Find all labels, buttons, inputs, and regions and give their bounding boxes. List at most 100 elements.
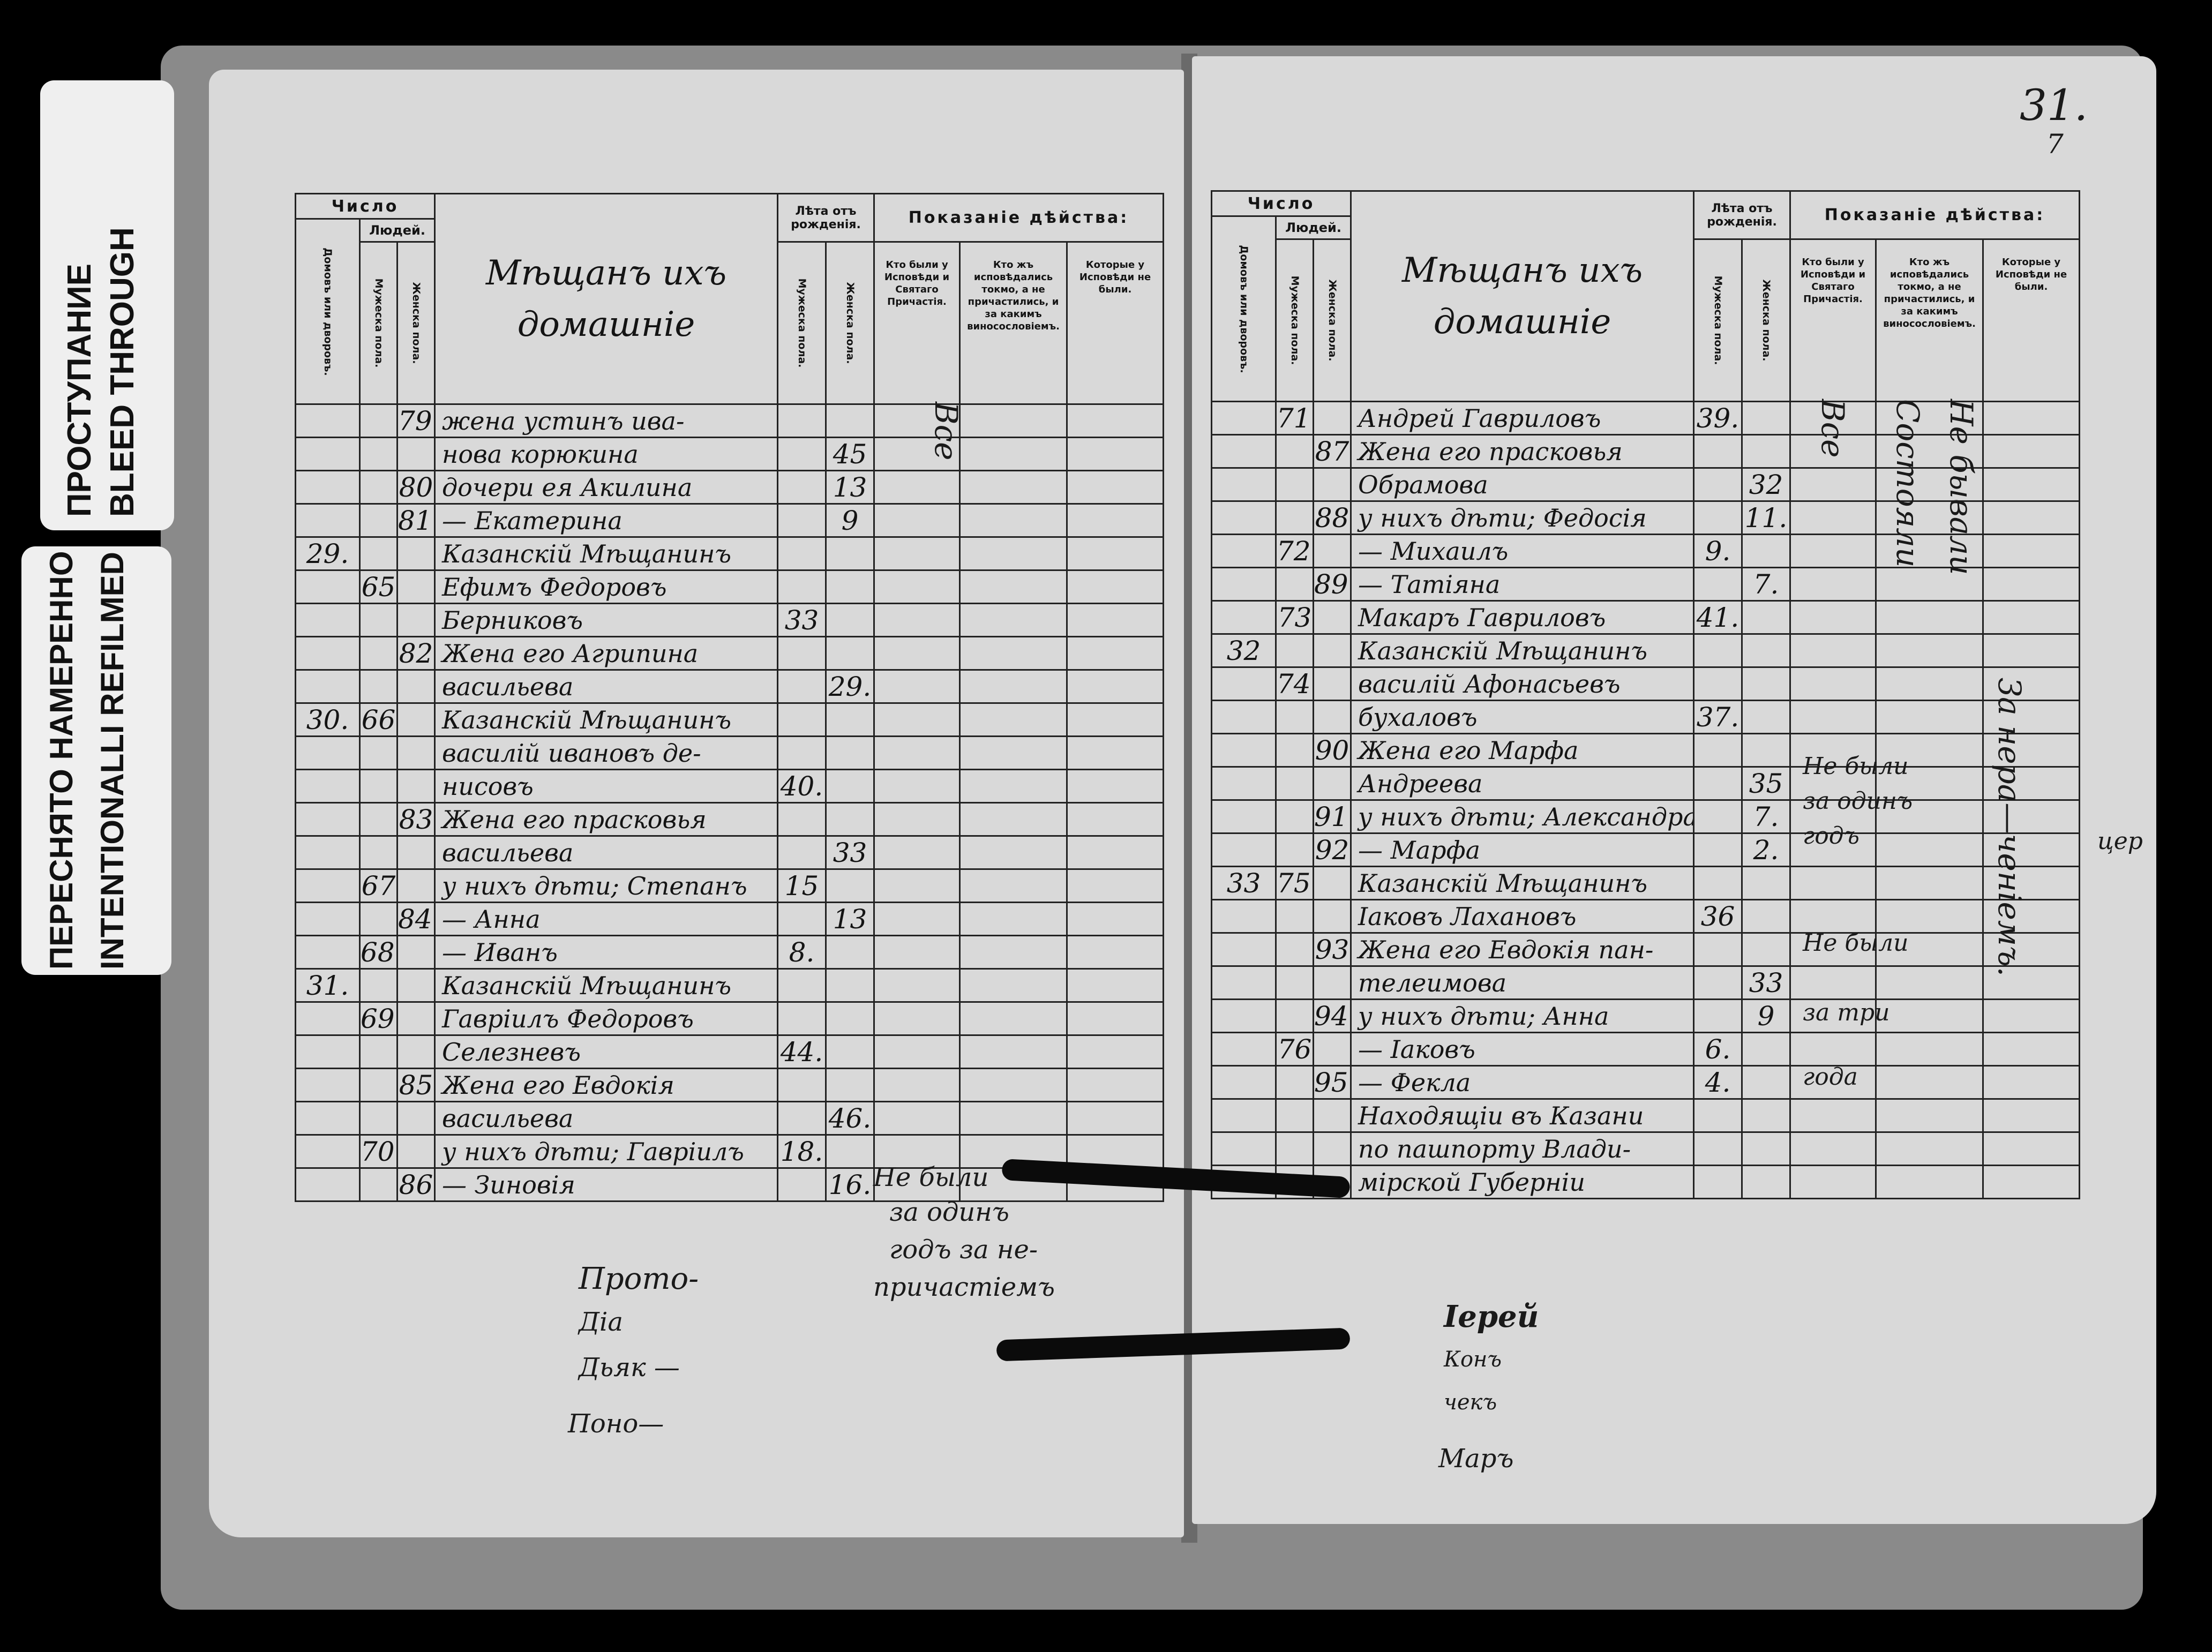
male-number <box>1275 1098 1314 1133</box>
female-number <box>396 835 436 870</box>
house-number <box>1211 1098 1277 1133</box>
age-male <box>777 1068 827 1102</box>
left-register-body: 79.жена устинъ ива-нова корюкина4580доче… <box>295 403 1165 1202</box>
age-male: 4. <box>1693 1065 1743 1100</box>
male-number: 75. <box>1275 866 1314 900</box>
absent-cell <box>1982 1165 2081 1199</box>
table-row: 31.Казанскій Мѣщанинъ <box>295 968 1165 1003</box>
male-number <box>359 536 398 571</box>
female-number: 85 <box>396 1068 436 1102</box>
house-number <box>295 503 361 538</box>
bleed-through-banner: ПРОСТУПАНИЕ BLEED THROUGH <box>40 80 174 530</box>
female-number <box>1312 1098 1352 1133</box>
left-note-vse: Все <box>928 402 964 461</box>
communion-cell <box>1875 1032 1984 1067</box>
table-row: василій ивановъ де- <box>295 735 1165 770</box>
age-male <box>1693 500 1743 535</box>
person-name: Селезневъ <box>434 1034 779 1069</box>
communion-cell <box>959 569 1068 604</box>
communion-cell <box>1875 965 1984 1000</box>
house-number <box>1211 832 1277 867</box>
absent-cell <box>1066 1034 1165 1069</box>
person-name: васильева <box>434 1101 779 1136</box>
confession-cell <box>1789 600 1877 635</box>
house-number <box>295 1068 361 1102</box>
age-male <box>1693 467 1743 502</box>
male-number <box>1275 567 1314 602</box>
communion-cell <box>1875 998 1984 1033</box>
female-number <box>396 1134 436 1169</box>
bleed-through-en: BLEED THROUGH <box>104 227 141 517</box>
communion-cell <box>1875 666 1984 701</box>
right-note-ne-byvali: Не бывали <box>1943 399 1979 575</box>
communion-cell <box>1875 1065 1984 1100</box>
communion-cell <box>1875 700 1984 734</box>
communion-cell <box>1875 733 1984 768</box>
confession-cell <box>873 769 961 804</box>
bleed-through-ru: ПРОСТУПАНИЕ <box>61 263 98 517</box>
male-number <box>359 1068 398 1102</box>
house-number <box>1211 567 1277 602</box>
male-number <box>359 802 398 837</box>
communion-cell <box>1875 633 1984 668</box>
header-lyudei: Людей. <box>1274 215 1352 240</box>
confession-cell <box>873 536 961 571</box>
male-number: 73 <box>1275 600 1314 635</box>
house-number <box>295 769 361 804</box>
female-number <box>1312 534 1352 568</box>
age-female <box>825 603 875 637</box>
person-name: у нихъ дѣти; Гавріилъ <box>434 1134 779 1169</box>
person-name: васильева <box>434 835 779 870</box>
person-name: нова корюкина <box>434 437 779 471</box>
communion-cell <box>959 437 1068 471</box>
confession-cell <box>1789 700 1877 734</box>
female-number <box>396 669 436 704</box>
female-number: 81. <box>396 503 436 538</box>
communion-cell <box>959 702 1068 737</box>
age-male <box>777 536 827 571</box>
female-number: 82 <box>396 636 436 671</box>
age-female <box>1741 666 1791 701</box>
header-kotorye: Которые у Исповѣди не были. <box>1982 238 2081 402</box>
person-name: Гавріилъ Федоровъ <box>434 1001 779 1036</box>
age-male <box>777 403 827 438</box>
age-male <box>1693 567 1743 602</box>
male-number <box>359 1167 398 1202</box>
page-number-secondary: 7 <box>2046 129 2064 160</box>
age-female: 33 <box>1741 965 1791 1000</box>
female-number: 80 <box>396 470 436 505</box>
communion-cell <box>959 470 1068 505</box>
table-row: Находящіи въ Казани <box>1211 1098 2081 1133</box>
communion-cell <box>1875 500 1984 535</box>
confession-cell <box>873 1101 961 1136</box>
age-female: 2. <box>1741 832 1791 867</box>
house-number <box>1211 932 1277 967</box>
age-female <box>1741 1065 1791 1100</box>
age-female: 32 <box>1741 467 1791 502</box>
male-number <box>1275 633 1314 668</box>
confession-cell <box>1789 766 1877 801</box>
confession-cell <box>873 603 961 637</box>
person-name: у нихъ дѣти; Александра <box>1350 799 1695 834</box>
house-number <box>295 636 361 671</box>
confession-cell <box>1789 567 1877 602</box>
person-name: — Татіяна <box>1350 567 1695 602</box>
female-number <box>396 702 436 737</box>
confession-cell <box>873 935 961 970</box>
absent-cell <box>1982 998 2081 1033</box>
left-note-prich: причастіемъ <box>873 1272 1055 1302</box>
absent-cell <box>1066 769 1165 804</box>
male-number: 68. <box>359 935 398 970</box>
age-female: 46. <box>825 1101 875 1136</box>
age-female: 33 <box>825 835 875 870</box>
absent-cell <box>1066 1101 1165 1136</box>
confession-cell <box>873 835 961 870</box>
communion-cell <box>959 769 1068 804</box>
